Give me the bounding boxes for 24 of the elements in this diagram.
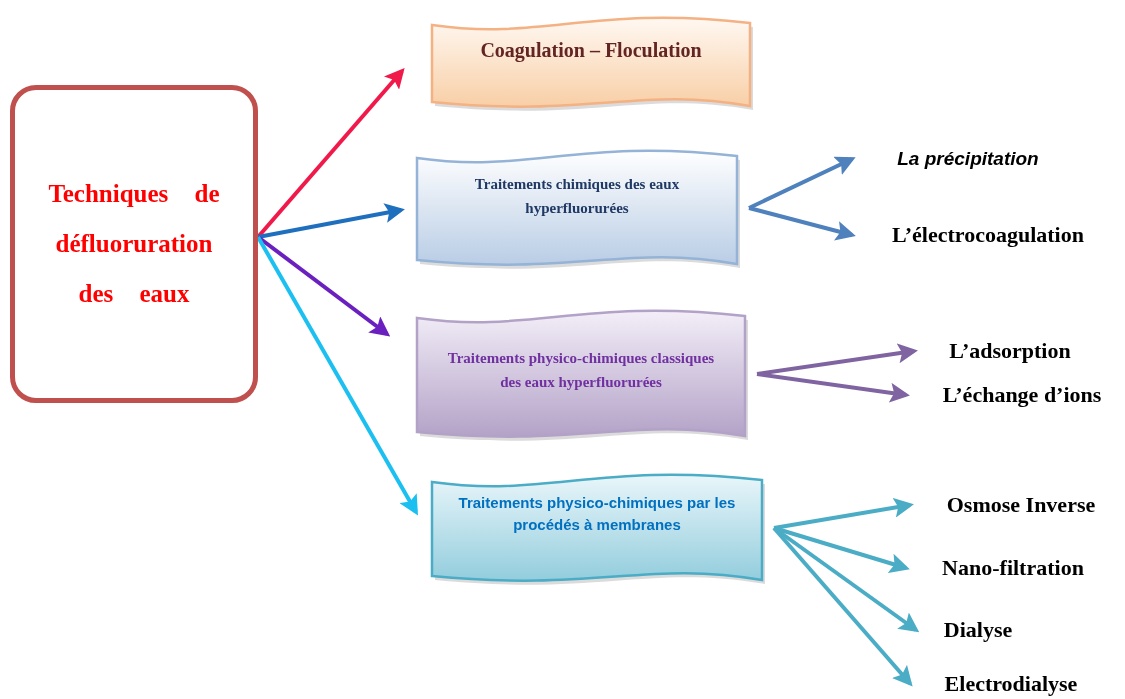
node-label: Nano-filtration [942, 555, 1084, 581]
arrow [256, 235, 391, 337]
arrow [773, 526, 910, 573]
arrow [756, 372, 910, 403]
node-label: Coagulation – Floculation [479, 39, 703, 62]
arrow [748, 206, 856, 241]
arrow [772, 526, 920, 633]
node-label: Traitements physico-chimiques classiques des eaux hyperfluorurées [446, 349, 716, 392]
arrow [257, 203, 405, 239]
node-label: L’échange d’ions [942, 382, 1102, 408]
arrow [772, 526, 913, 687]
node-label: Traitements chimiques des eaux hyperfluorurées [473, 175, 681, 218]
node-label: La précipitation [897, 148, 1039, 170]
node-label: Dialyse [943, 617, 1013, 643]
node-label: Techniques de défluoruration des eaux [48, 179, 220, 309]
node-label: Osmose Inverse [946, 492, 1096, 518]
rounded-box [10, 85, 258, 403]
node-label: L’adsorption [949, 338, 1071, 364]
arrow [773, 497, 914, 530]
node-label: Traitements physico-chimiques par les procédés à membranes [457, 493, 737, 535]
arrow [256, 236, 418, 516]
arrow [748, 156, 856, 210]
node-label: Electrodialyse [944, 670, 1078, 697]
node-label: L’électrocoagulation [892, 222, 1084, 248]
